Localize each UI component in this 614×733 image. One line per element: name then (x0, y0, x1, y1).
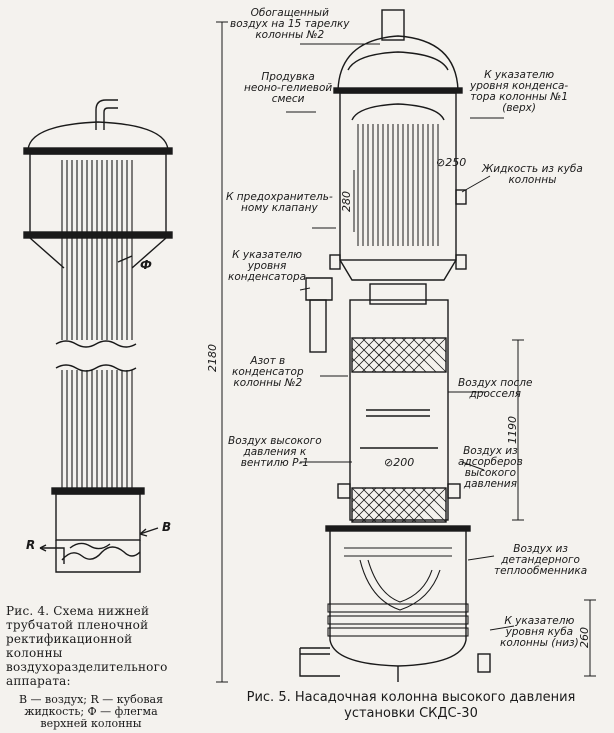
fig5-note-liquid-from-bottom: Жидкость из куба колонны (482, 163, 583, 186)
fig4-tube-bundle-lower (61, 370, 133, 490)
fig5-note-air-after-throttle: Воздух после дросселя (458, 377, 533, 400)
fig5-caption: Рис. 5. Насадочная колонна высокого давл… (246, 690, 576, 721)
fig4-bottom-shell (55, 493, 141, 541)
fig5-coils (327, 547, 469, 637)
fig5-dim-tube-top: ⊘250 (436, 156, 467, 169)
fig5-dim-packing-height: 1190 (506, 416, 519, 444)
fig5-packing-lower (351, 487, 447, 523)
fig4-tube-bundle-upper (61, 160, 133, 340)
fig5-note-condenser-level-top: К указателю уровня конденса- тора колонн… (470, 69, 569, 114)
fig5-dim-tube-bundle: 280 (340, 191, 353, 212)
fig4-dome (27, 121, 169, 151)
fig5-dome (337, 35, 459, 91)
fig4-label-phi: Ф (140, 258, 152, 272)
fig5-note-air-from-expander-exchanger: Воздух из детандерного теплообменника (494, 543, 588, 577)
fig4-label-b: B (162, 520, 172, 534)
fig5-condenser-shell (339, 92, 457, 261)
fig5-note-safety-valve: К предохранитель- ному клапану (226, 191, 333, 214)
fig5-note-neon-helium-purge: Продувка неоно-гелиевой смеси (244, 71, 333, 105)
fig5-level-pipe (305, 277, 333, 301)
fig5-note-nitrogen-to-condenser: Азот в конденсатор колонны №2 (232, 355, 304, 389)
fig5-packing-upper (351, 337, 447, 373)
fig5-column-body (349, 299, 449, 521)
fig5-top-outlet (381, 9, 405, 41)
fig4-liquid (61, 546, 141, 561)
fig4-top-pipe (95, 99, 118, 130)
fig5-note-high-pressure-air-valve: Воздух высокого давления к вентилю Р-1 (228, 435, 322, 469)
fig5-note-air-from-adsorbers: Воздух из адсорберов высокого давления (458, 445, 523, 490)
fig4-caption: Рис. 4. Схема нижней трубчатой пленочной… (6, 604, 168, 688)
fig5-note-enriched-air: Обогащенный воздух на 15 тарелку колонны… (230, 7, 350, 41)
fig5-condenser-tubes (357, 124, 439, 246)
fig4-caption-block: Рис. 4. Схема нижней трубчатой пленочной… (6, 604, 176, 730)
fig5-bottom-vessel (329, 529, 467, 667)
fig4-label-r: R (26, 538, 36, 552)
fig5-dim-diameter: ⊘200 (384, 456, 415, 469)
fig5-dim-total-height: 2180 (206, 344, 219, 372)
fig5-dim-bottom-height: 260 (578, 627, 591, 648)
fig5-note-condenser-level: К указателю уровня конденсатора (228, 249, 307, 283)
fig4-legend: B — воздух; R — кубовая жидкость; Ф — фл… (18, 693, 164, 730)
fig5-note-bottom-level: К указателю уровня куба колонны (низ) (500, 615, 579, 649)
